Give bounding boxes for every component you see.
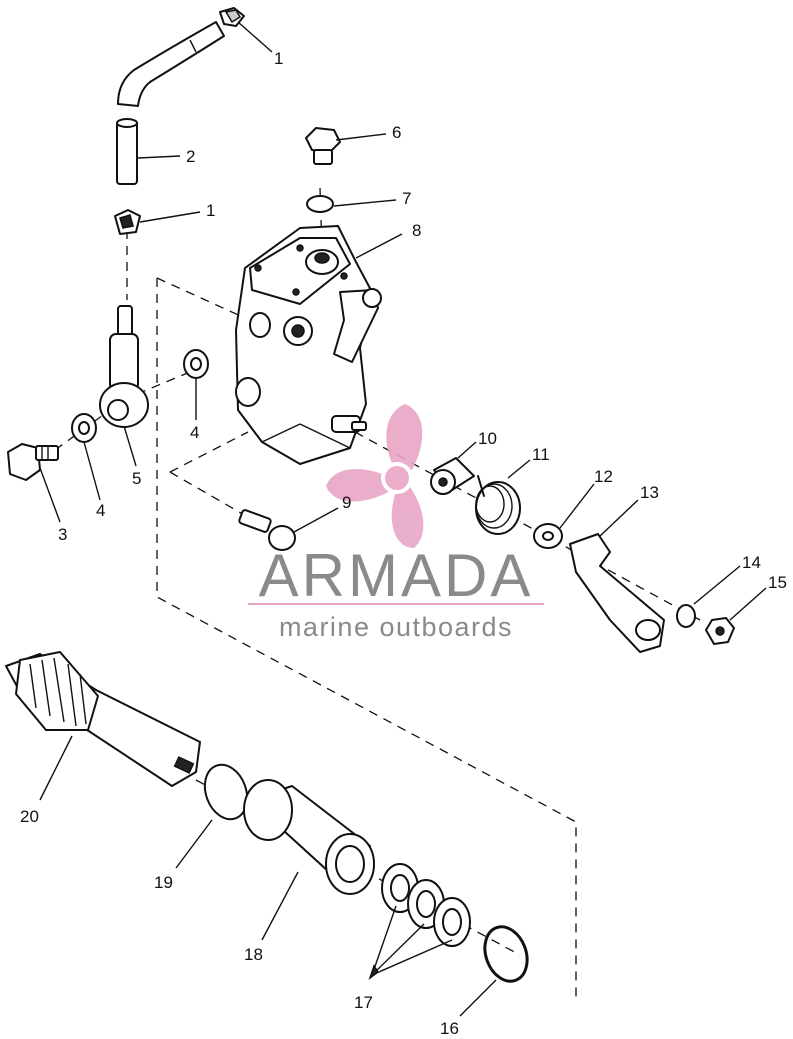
callout-label: 19 bbox=[154, 873, 173, 892]
fill-plug bbox=[305, 127, 341, 165]
shim-washers bbox=[381, 863, 471, 947]
callout-label: 1 bbox=[206, 201, 215, 220]
hose-clamp-top bbox=[219, 7, 245, 27]
callout-label: 4 bbox=[96, 501, 105, 520]
watermark-brand-name: ARMADA bbox=[259, 542, 534, 609]
watermark-tagline: marine outboards bbox=[279, 612, 513, 642]
retaining-ring-16 bbox=[483, 925, 529, 983]
callout-label: 17 bbox=[354, 993, 373, 1012]
sleeve-bushing bbox=[243, 779, 375, 895]
callout-label: 8 bbox=[412, 221, 421, 240]
callout-label: 7 bbox=[402, 189, 411, 208]
leader-lines bbox=[39, 21, 767, 1017]
o-ring-small bbox=[306, 195, 334, 213]
hose-clamp-lower bbox=[114, 209, 141, 235]
oil-pump-body bbox=[235, 225, 382, 465]
callout-label: 2 bbox=[186, 147, 195, 166]
banjo-bolt bbox=[7, 443, 59, 481]
callout-label: 11 bbox=[532, 445, 550, 464]
washer-left bbox=[71, 413, 97, 443]
callout-label: 15 bbox=[768, 573, 787, 592]
callout-label: 12 bbox=[594, 467, 613, 486]
drive-gear-shaft bbox=[5, 651, 201, 787]
callout-label: 13 bbox=[640, 483, 659, 502]
fuel-hose-bent bbox=[117, 21, 225, 107]
lock-washer bbox=[676, 604, 696, 628]
callout-label: 18 bbox=[244, 945, 263, 964]
callout-label: 5 bbox=[132, 469, 141, 488]
callout-labels: 1 2 1 3 4 5 4 6 7 8 9 10 11 12 13 14 15 … bbox=[20, 49, 787, 1038]
mounting-screw bbox=[238, 509, 296, 551]
flat-washer bbox=[533, 523, 563, 549]
banjo-fitting bbox=[99, 305, 149, 428]
callout-label: 3 bbox=[58, 525, 67, 544]
callout-label: 20 bbox=[20, 807, 39, 826]
callout-label: 1 bbox=[274, 49, 283, 68]
fuel-hose-straight bbox=[116, 118, 138, 185]
return-spring bbox=[475, 475, 521, 535]
callout-label: 9 bbox=[342, 493, 351, 512]
hex-nut bbox=[705, 617, 735, 645]
spacer-bushing bbox=[430, 457, 475, 495]
control-lever bbox=[569, 533, 665, 653]
washer-right bbox=[183, 349, 209, 379]
callout-label: 10 bbox=[478, 429, 497, 448]
callout-label: 14 bbox=[742, 553, 761, 572]
callout-label: 6 bbox=[392, 123, 401, 142]
armada-logo bbox=[326, 404, 424, 548]
snap-ring-19 bbox=[203, 763, 249, 821]
callout-label: 16 bbox=[440, 1019, 459, 1038]
callout-label: 4 bbox=[190, 423, 199, 442]
